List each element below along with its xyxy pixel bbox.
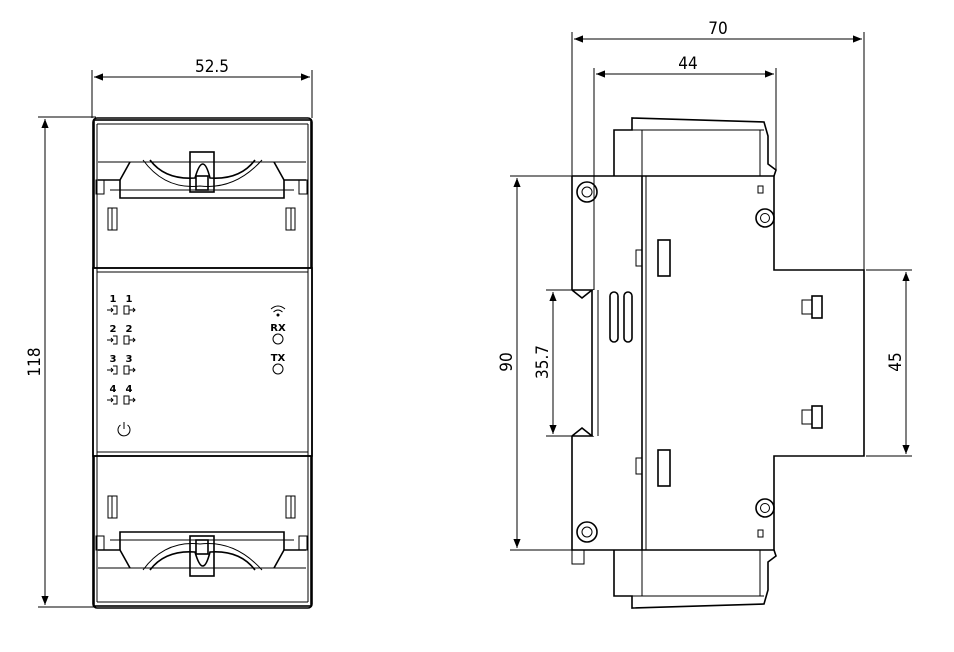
- channel-4-out-label: 4: [126, 384, 133, 395]
- depth-front-dimension: 44: [593, 54, 777, 290]
- depth-total-dim-label: 70: [708, 19, 727, 39]
- width-dimension: 52.5: [91, 57, 313, 118]
- screw: [755, 498, 775, 518]
- rail-slot-dimension: 35.7: [533, 289, 580, 437]
- tx-led: [272, 363, 284, 375]
- power-icon: [117, 422, 131, 437]
- tx-label: TX: [271, 353, 286, 364]
- side-view: 70 44 90 35.7 45: [497, 19, 912, 609]
- front-view: 52.5 118: [25, 57, 313, 609]
- rail-width-dim-label: 45: [886, 352, 906, 371]
- output-icon: [123, 365, 136, 375]
- rail-slot-dim-label: 35.7: [533, 345, 553, 379]
- wifi-icon: [270, 305, 286, 317]
- height-dim-label: 118: [25, 347, 45, 376]
- side-height-dimension: 90: [497, 175, 580, 551]
- side-housing: [571, 117, 865, 609]
- channel-1-out-label: 1: [126, 294, 133, 305]
- side-height-dim-label: 90: [497, 352, 517, 371]
- channel-2-out-label: 2: [126, 324, 133, 335]
- front-housing: [92, 117, 313, 609]
- screw: [576, 521, 598, 543]
- output-icon: [123, 335, 136, 345]
- output-icon: [123, 305, 136, 315]
- channel-3-out-label: 3: [126, 354, 133, 365]
- lower-terminal-cover: [93, 455, 312, 607]
- screw: [755, 208, 775, 228]
- output-icon: [123, 395, 136, 405]
- channel-3-in-label: 3: [110, 354, 117, 365]
- depth-total-dimension: 70: [571, 19, 865, 290]
- screw: [576, 181, 598, 203]
- rail-width-dimension: 45: [866, 269, 912, 457]
- width-dim-label: 52.5: [195, 57, 229, 77]
- depth-front-dim-label: 44: [678, 54, 697, 74]
- channel-2-in-label: 2: [110, 324, 117, 335]
- channel-4-in-label: 4: [110, 384, 117, 395]
- upper-terminal-cover: [93, 119, 312, 269]
- input-icon: [107, 365, 118, 375]
- rx-label: RX: [270, 323, 286, 334]
- input-icon: [107, 335, 118, 345]
- height-dimension: 118: [25, 116, 96, 608]
- led-indicators: 1 1 2 2 3 3: [107, 294, 286, 437]
- channel-1-in-label: 1: [110, 294, 117, 305]
- input-icon: [107, 305, 118, 315]
- input-icon: [107, 395, 118, 405]
- rx-led: [272, 333, 284, 345]
